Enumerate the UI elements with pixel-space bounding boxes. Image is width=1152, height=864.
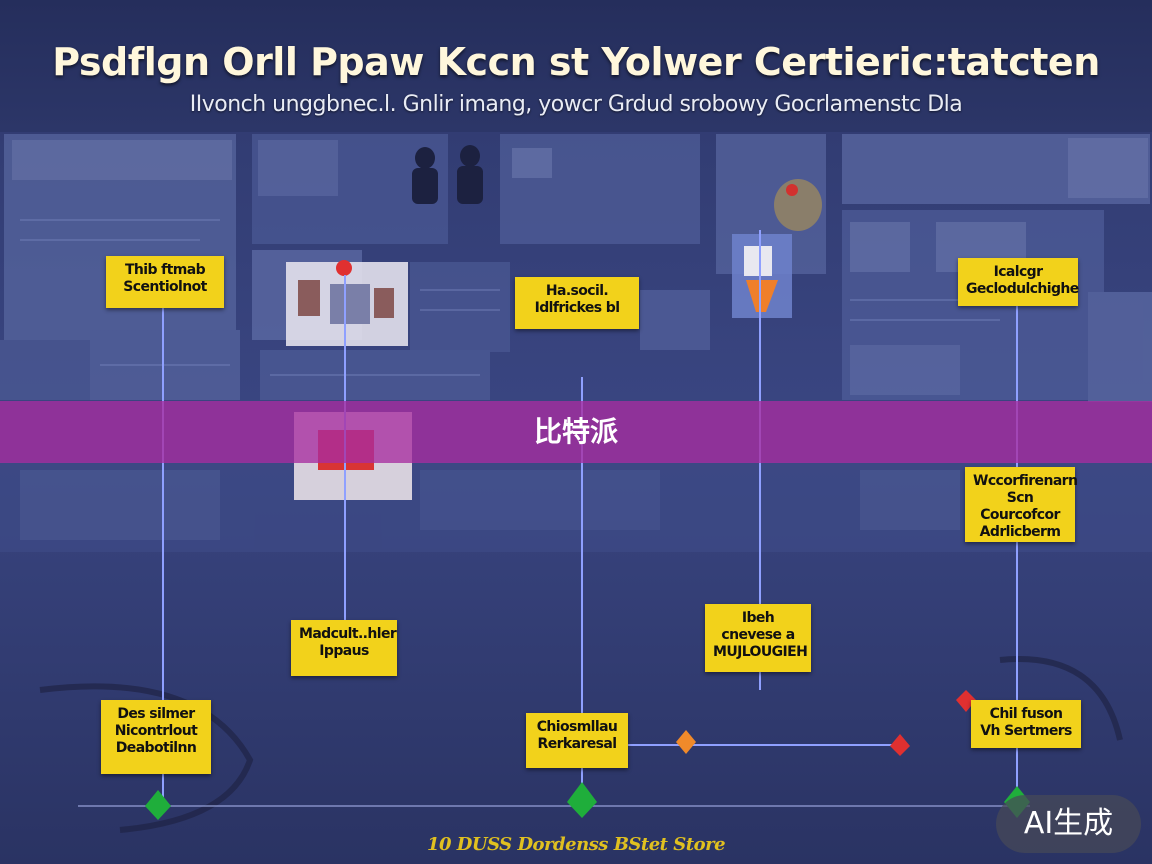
monitor-panels [0,134,1152,552]
note-2: Ha.socil. Idlfrickes bl [515,277,639,329]
desk-chair [39,656,1123,833]
note-5: Madcult..hler Ippaus [291,620,397,676]
ai-generated-badge: AI生成 [996,795,1141,853]
note-8: Chiosmllau Rerkaresal [526,713,628,768]
banner-text: 比特派 [533,415,618,448]
note-1: Thib ftmab Scentiolnot [106,256,224,308]
bulb-device [732,179,822,318]
note-3: Icalcgr Geclodulchighe [958,258,1079,306]
note-4: Wccorfirenarn Scn Courcofcor Adrlicberm [965,467,1078,542]
note-6: Ibeh cnevese a MUJLOUGIEH [705,604,811,672]
marker-orange [676,730,696,754]
marker-red-2 [956,690,976,712]
note-9: Chil fuson Vh Sertmers [971,700,1081,748]
image-subtitle: IIvonch unggbnec.l. Gnlir imang, yowcr G… [189,92,963,117]
marker-red-1 [890,734,910,756]
image-title: Psdflɡn Orll Ppaw Kccn st Yolwer Certier… [52,40,1100,84]
marker-green-2 [567,782,597,818]
marker-green-1 [145,790,171,820]
footer-caption: 10 DUSS Dordenss BStet Store [426,834,726,855]
figure-silhouettes [412,145,483,204]
banner: 比特派 [0,401,1152,463]
note-7: Des silmer Nicontrlout Deabotilnn [101,700,211,774]
